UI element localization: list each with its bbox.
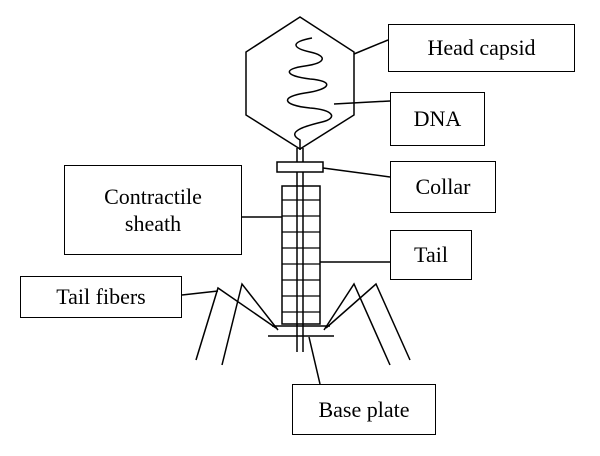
tail-fiber-right-inner xyxy=(323,282,391,366)
tail-sheath-shape xyxy=(281,185,321,325)
collar-shape xyxy=(276,161,324,173)
head-capsid-label: Head capsid xyxy=(388,24,575,72)
collar-label: Collar xyxy=(390,161,496,213)
base-plate-label: Base plate xyxy=(292,384,436,435)
dna-coil xyxy=(286,37,333,150)
leader-collar xyxy=(322,167,391,178)
tail-sheath-rings xyxy=(282,199,320,313)
dna-label: DNA xyxy=(390,92,485,146)
tail-fiber-right-outer xyxy=(325,282,411,361)
leader-tail-fibers xyxy=(181,290,219,296)
tail-fiber-left-inner xyxy=(221,282,279,366)
leader-head-capsid xyxy=(353,39,389,55)
leader-dna xyxy=(333,100,391,105)
leader-base-plate xyxy=(308,336,321,385)
tail-fiber-left-outer xyxy=(195,286,277,361)
contractile-sheath-label: Contractile sheath xyxy=(64,165,242,255)
tail-label: Tail xyxy=(390,230,472,280)
tail-fibers-label: Tail fibers xyxy=(20,276,182,318)
